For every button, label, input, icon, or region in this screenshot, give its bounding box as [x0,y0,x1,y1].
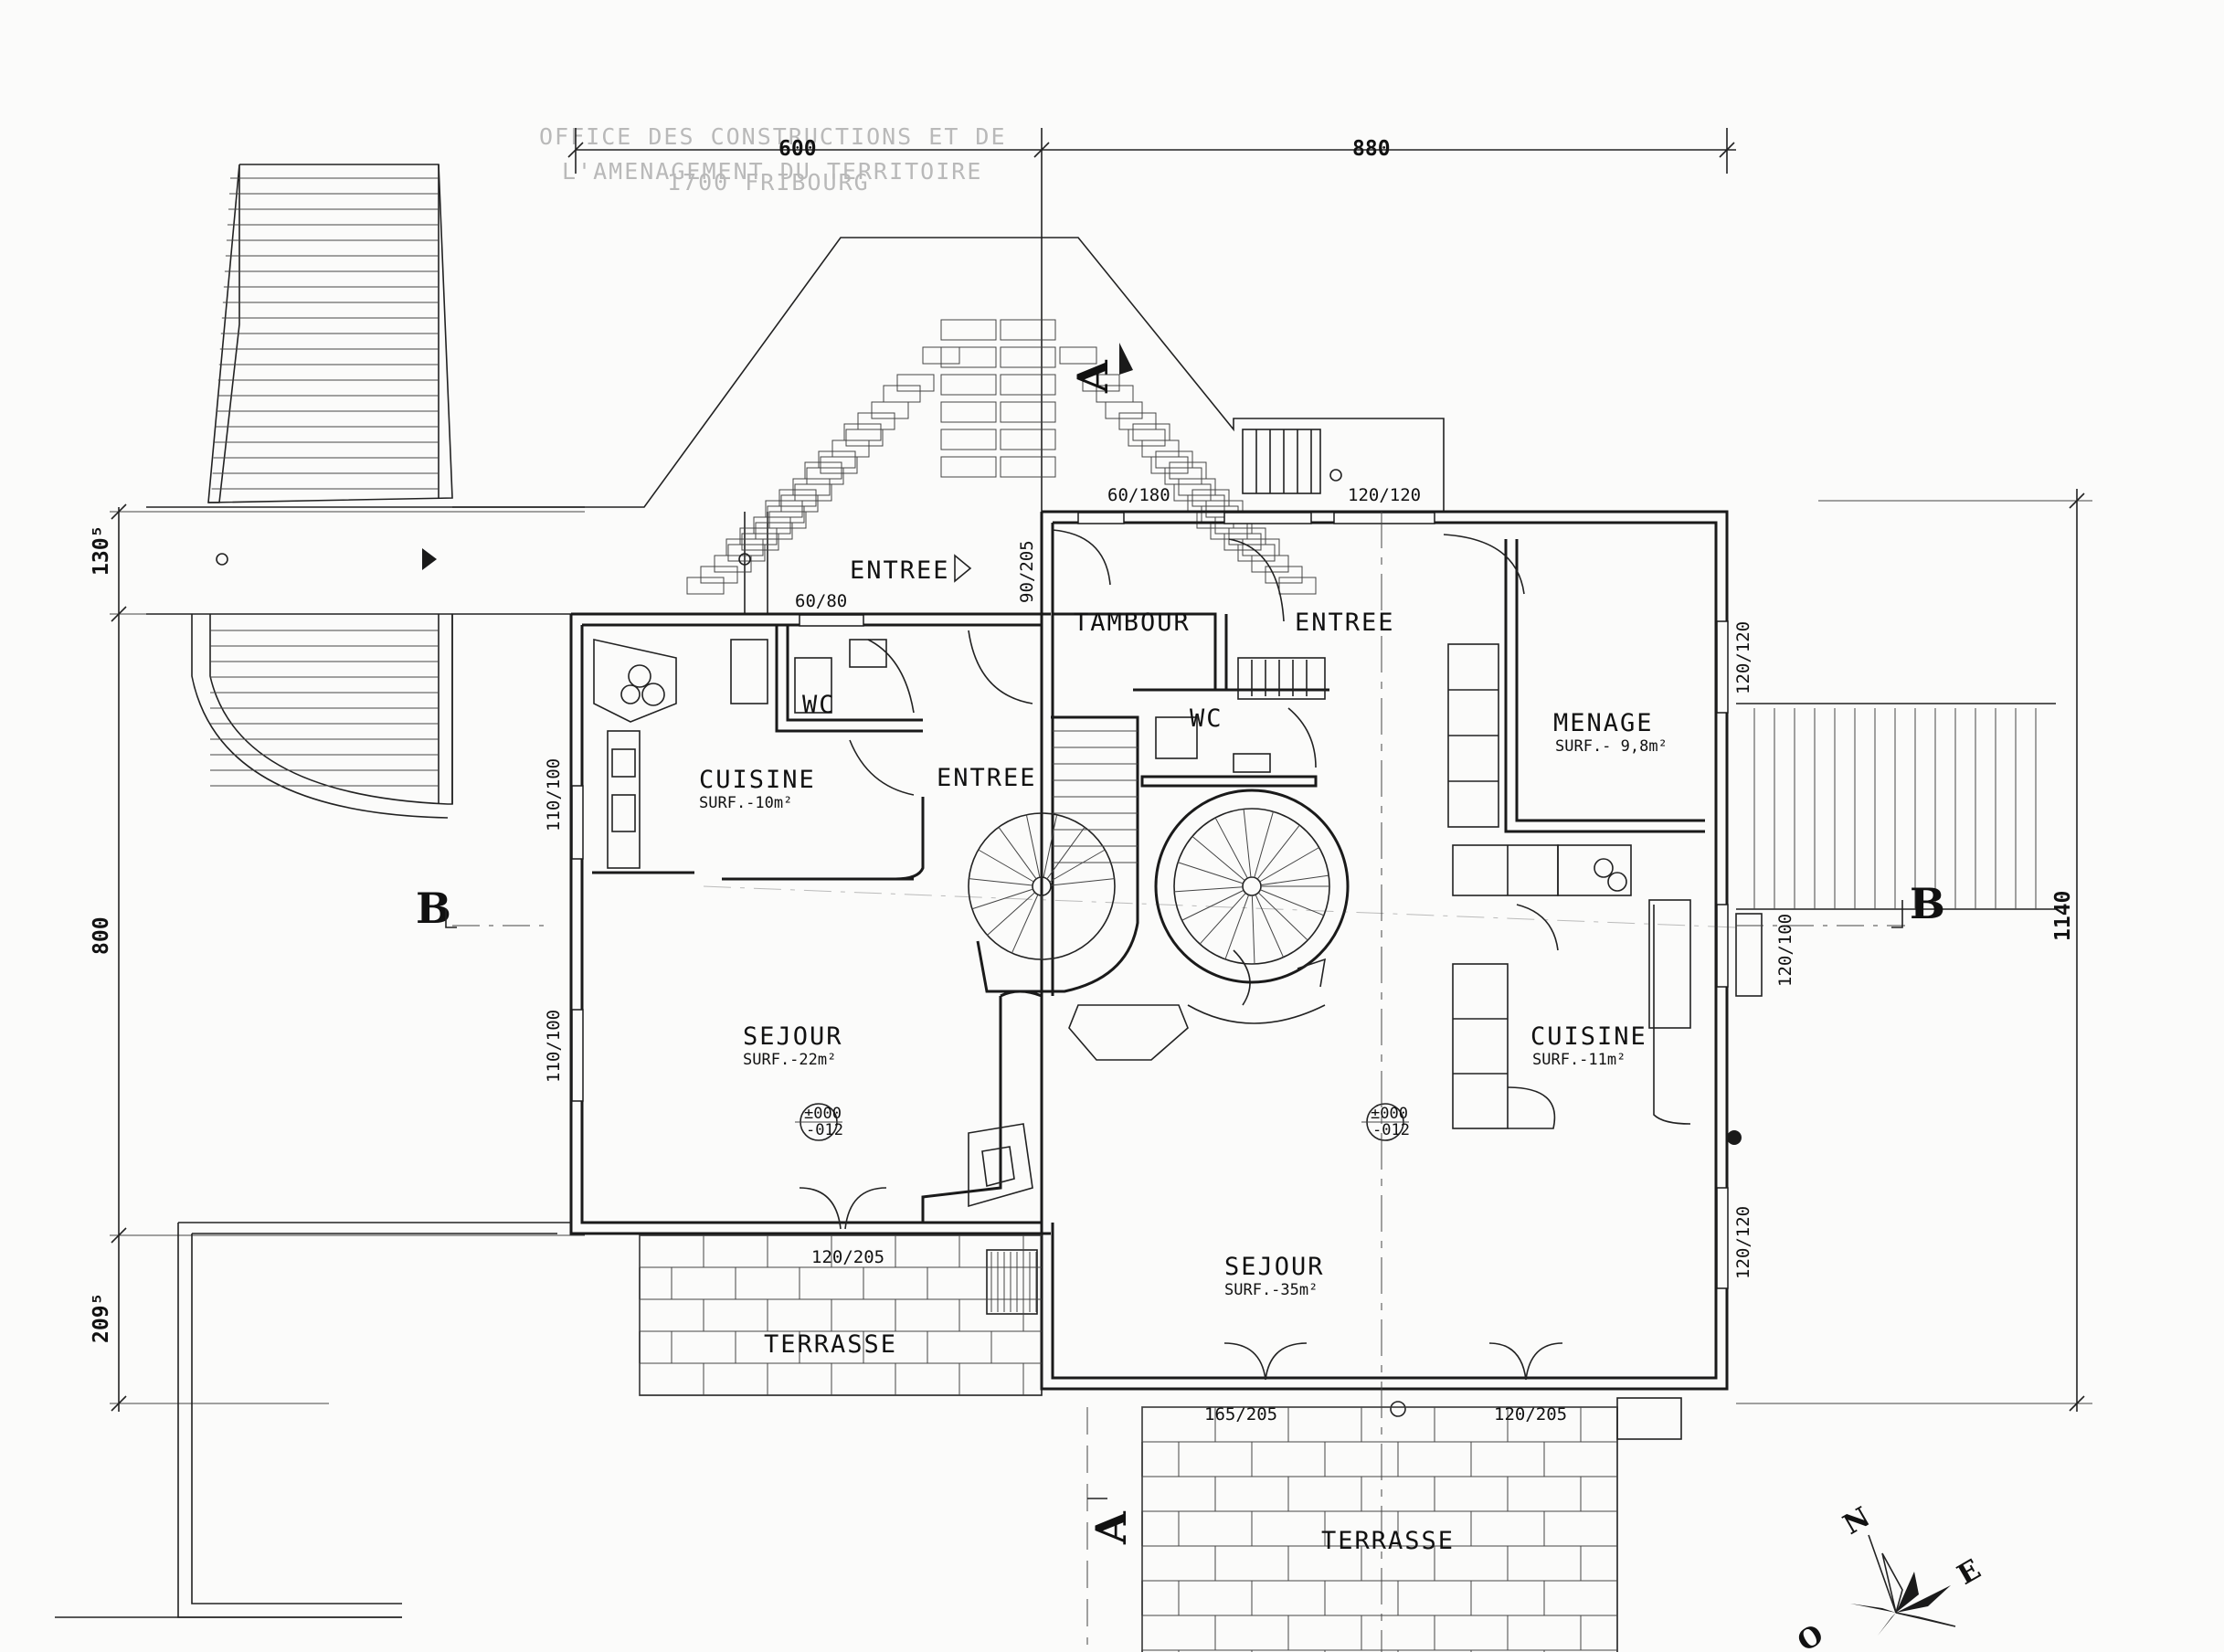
site-outlines [55,512,2056,1652]
dim-top-left: 600 [778,137,817,161]
opening-165-205: 165/205 [1204,1404,1277,1424]
opening-110-100-upper: 110/100 [544,758,564,831]
opening-120-120-menage: 120/120 [1733,621,1753,694]
room-entree-left: ENTREE [937,764,1037,792]
level-mark-right: ±000 -012 [1361,1103,1410,1141]
spiral-stair-left [968,715,1189,1061]
room-sejour-right: SEJOUR [1224,1253,1325,1281]
room-cuisine-left-surface: SURF.-10m² [699,794,792,812]
door-swings [799,529,1563,1381]
room-menage-surface: SURF.- 9,8m² [1555,737,1668,756]
opening-60-180: 60/180 [1107,485,1170,505]
spiral-stair-right [1154,789,1350,1024]
level-mark-right-bottom: -012 [1372,1121,1410,1139]
north-porch-outline [452,237,1445,614]
right-dimension-line: 1140 [1736,489,2092,1412]
dim-top-right: 880 [1352,137,1391,161]
exterior-stairs-north-east [1242,429,1321,494]
dim-left-bottom: 209⁵ [90,1293,113,1343]
level-mark-left-bottom: -012 [806,1121,843,1139]
room-entree-outside: ENTREE [850,556,950,585]
terrace-left [639,1234,1043,1396]
room-entree-right: ENTREE [1295,609,1395,637]
stamp-line-3: 1700 FRIBOURG [667,169,870,196]
room-sejour-right-surface: SURF.-35m² [1224,1281,1318,1299]
section-a-bottom: A [1086,1510,1136,1545]
room-labels: ENTREE TAMBOUR ENTREE WC WC CUISINE SURF… [699,554,1668,1555]
stamp-line-1: OFFICE DES CONSTRUCTIONS ET DE [539,123,1007,150]
dim-right-total: 1140 [2051,891,2075,941]
office-stamp: OFFICE DES CONSTRUCTIONS ET DE L'AMENAGE… [539,123,1007,196]
level-mark-left: ±000 -012 [795,1103,843,1141]
room-sejour-left: SEJOUR [743,1022,843,1051]
opening-120-205-west: 120/205 [811,1247,884,1267]
room-cuisine-right: CUISINE [1530,1022,1647,1051]
fixtures [593,639,1763,1440]
section-b-right: B [1910,879,1945,928]
room-cuisine-left: CUISINE [699,766,816,794]
opening-120-100-east: 120/100 [1775,914,1795,987]
compass-o: O [1793,1619,1829,1652]
room-menage: MENAGE [1553,709,1654,737]
opening-110-100-lower: 110/100 [544,1010,564,1083]
left-dimension-line: 130⁵ 800 209⁵ [90,503,585,1412]
level-mark-right-top: ±000 [1371,1105,1408,1123]
room-wc-right: WC [1190,704,1223,733]
dim-left-middle: 800 [90,916,113,955]
section-line-a: A A [1068,359,1136,1545]
room-sejour-left-surface: SURF.-22m² [743,1051,836,1069]
room-terrasse-right: TERRASSE [1321,1527,1455,1555]
terrace-right [1141,1406,1618,1652]
opening-120-120-top: 120/120 [1348,485,1421,505]
stamp-line-2: L'AMENAGEMENT DU TERRITOIRE [562,158,982,185]
top-dimension-line: 600 880 [567,128,1736,516]
room-tambour: TAMBOUR [1074,609,1191,637]
room-wc-left: WC [802,691,836,719]
section-a-top: A [1068,359,1117,394]
level-mark-left-top: ±000 [804,1105,842,1123]
exterior-walls [569,510,1729,1391]
compass-e: E [1953,1553,1986,1592]
compass-rose: N E O [1793,1501,1986,1652]
dim-left-top: 130⁵ [90,525,113,576]
opening-60-80: 60/80 [795,591,847,611]
room-cuisine-right-surface: SURF.-11m² [1532,1051,1626,1069]
compass-n: N [1838,1501,1876,1541]
opening-120-205-east: 120/205 [1494,1404,1567,1424]
opening-labels: 60/180 120/120 90/205 60/80 110/100 110/… [544,485,1795,1424]
window-marks [571,512,1729,1289]
exterior-stairs-northwest [146,164,585,819]
room-terrasse-left: TERRASSE [764,1330,897,1359]
opening-120-120-east-low: 120/120 [1733,1206,1753,1279]
interior-walls [592,539,1705,1223]
section-line-b: B B [416,879,1945,933]
opening-90-205: 90/205 [1017,540,1037,603]
